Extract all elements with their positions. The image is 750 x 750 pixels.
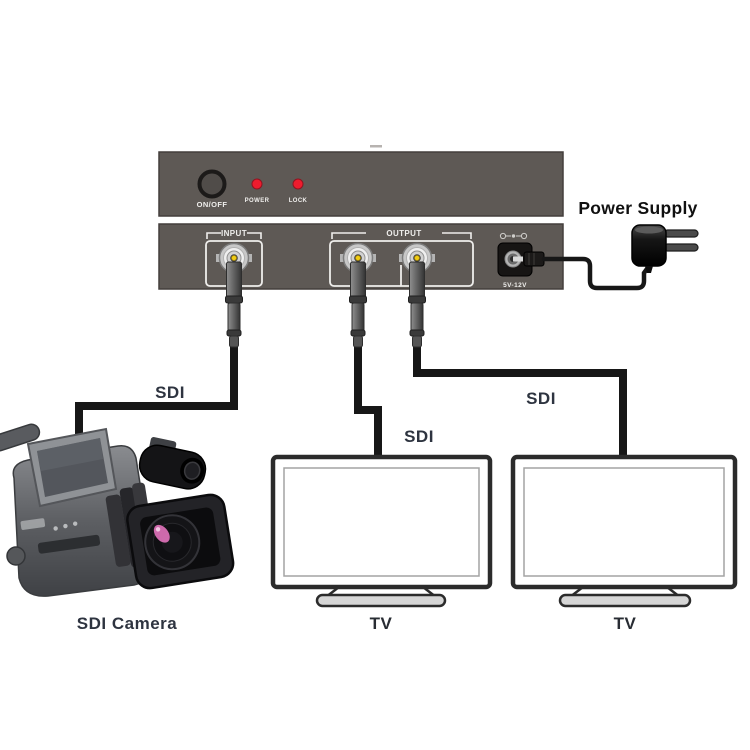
dc-jack-label: 5V-12V	[503, 282, 527, 289]
tv2-label: TV	[614, 614, 637, 633]
lock-led-label: LOCK	[289, 198, 308, 204]
tv1	[270, 454, 493, 608]
sdi-cable-camera-to-input	[75, 330, 238, 445]
tv2-screen	[523, 467, 725, 577]
tv2-stand-base	[558, 593, 692, 608]
camera-lens-hood	[126, 493, 235, 590]
output-bracket	[331, 232, 472, 239]
on-off-button	[197, 169, 227, 199]
output1-bnc-plug	[349, 261, 367, 348]
camera-mic	[0, 423, 41, 452]
sdi-label-tv1-cable: SDI	[404, 427, 434, 446]
camera-barrel-ring	[105, 494, 131, 567]
power-adapter	[631, 224, 699, 273]
power-led	[251, 178, 263, 190]
camera-illustration	[0, 423, 235, 597]
sdi-cable-output2-to-tv2	[413, 330, 627, 460]
lock-led	[292, 178, 304, 190]
fold-mark	[370, 145, 382, 148]
camera-label: SDI Camera	[77, 614, 177, 633]
tv2	[510, 454, 738, 608]
camera-dial	[6, 546, 26, 566]
camera-viewfinder	[138, 437, 207, 490]
camera-lcd	[26, 427, 118, 508]
camera-logo-patch	[20, 518, 46, 530]
power-led-label: POWER	[245, 198, 270, 204]
output-label: OUTPUT	[386, 229, 421, 238]
tv1-screen	[283, 467, 480, 577]
camera-control-strip	[37, 534, 101, 554]
output2-bnc-plug	[408, 261, 426, 348]
tv1-stand-base	[315, 593, 447, 608]
sdi-splitter-device: ON/OFF POWER LOCK INPUT OUTPUT	[158, 151, 564, 290]
sdi-label-input-cable: SDI	[155, 383, 185, 402]
input-bnc-plug	[225, 261, 243, 348]
power-cable	[541, 256, 652, 291]
power-supply-label: Power Supply	[578, 198, 697, 218]
tv1-label: TV	[370, 614, 393, 633]
input-label: INPUT	[221, 229, 247, 238]
on-off-label: ON/OFF	[197, 200, 228, 209]
sdi-label-tv2-cable: SDI	[526, 389, 556, 408]
adapter-prong	[663, 229, 699, 238]
dc-power-jack: 5V-12V	[497, 232, 545, 289]
input-bracket	[206, 232, 262, 239]
adapter-prong	[663, 243, 699, 252]
sdi-cable-output1-to-tv1	[354, 330, 382, 460]
